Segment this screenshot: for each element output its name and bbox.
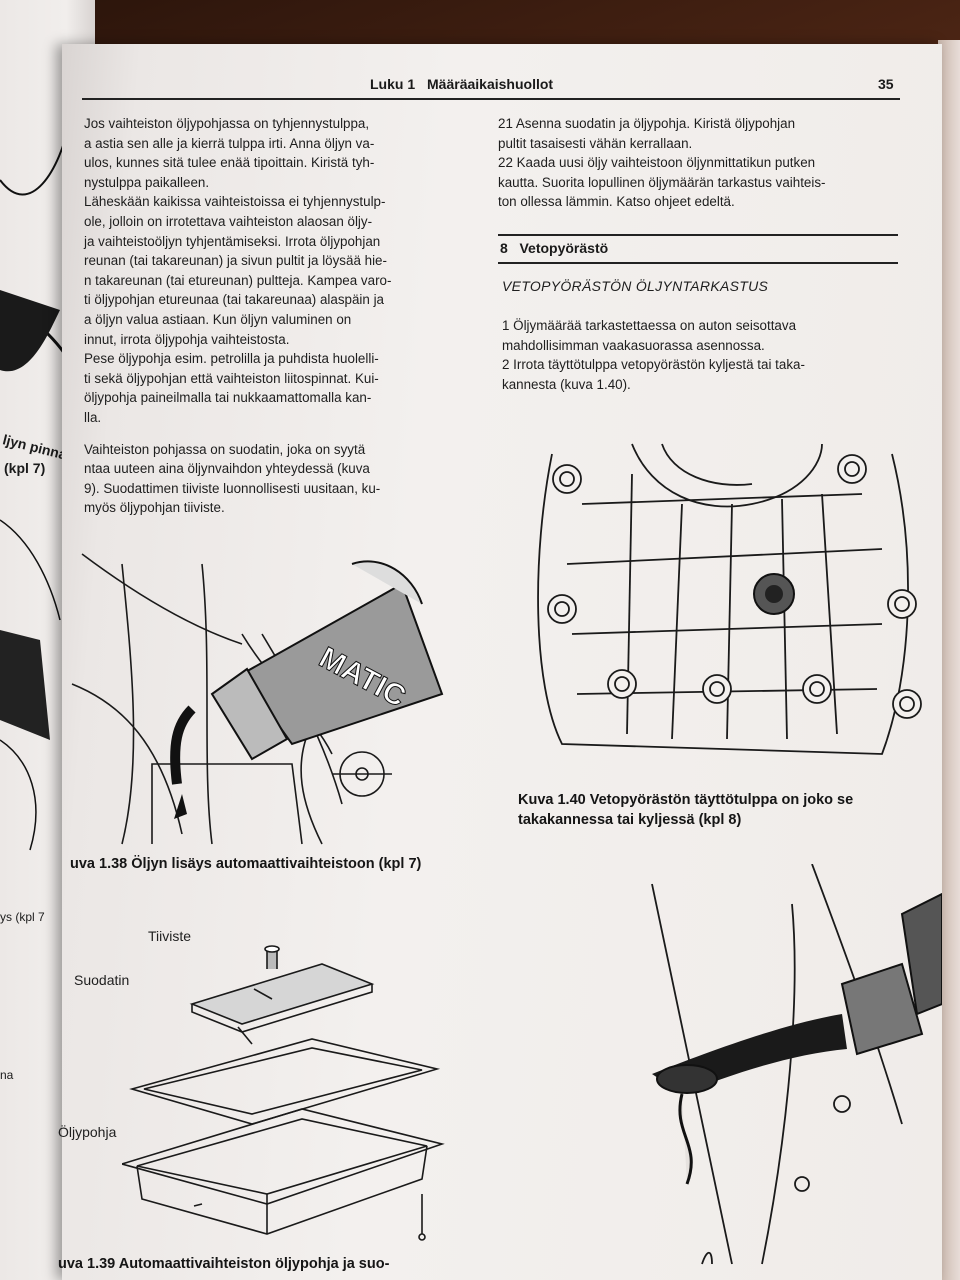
right-column-text: 21 Asenna suodatin ja öljypohja. Kiristä… [498,114,903,212]
text-line: a astia sen alle ja kierrä tulppa irti. … [84,135,375,151]
text-line: pultit tasaisesti vähän kerrallaan. [498,135,693,151]
text-line: 22 Kaada uusi öljy vaihteistoon öljynmit… [498,155,816,171]
step-line: kannesta (kuva 1.40). [502,376,631,392]
text-line: 9). Suodattimen tiiviste luonnollisesti … [84,480,381,496]
step-line: 1 Öljymäärää tarkastettaessa on auton se… [502,318,797,333]
text-line: ton ollessa lämmin. Katso ohjeet edeltä. [498,194,735,210]
figure-1-38-caption: uva 1.38 Öljyn lisäys automaattivaihteis… [70,856,422,872]
steps-text: 1 Öljymäärää tarkastettaessa on auton se… [502,316,902,394]
text-line: ntaa uuteen aina öljynvaihdon yhteydessä… [84,461,370,477]
caption-line: takakannessa tai kyljessä (kpl 8) [518,812,742,828]
chapter-number: Luku 1 [370,76,416,92]
label-oil-pan: Öljypohja [58,1124,117,1140]
page-edge-strip [938,40,960,1280]
step-line: mahdollisimman vaakasuorassa asennossa. [502,337,765,353]
figure-1-40-caption: Kuva 1.40 Vetopyörästön täyttötulppa on … [518,790,853,830]
page-number: 35 [878,76,894,92]
figure-1-38-illustration: MATIC [71,553,444,845]
text-line: innut, irrota öljypohja vaihteistosta. [84,331,290,347]
text-line: 21 Asenna suodatin ja öljypohja. Kiristä… [498,116,796,131]
running-header: Luku 1 Määräaikaishuollot [370,76,553,92]
text-line: ti sekä öljypohjan että vaihteiston liit… [84,370,379,386]
text-line: ulos, kunnes sitä tulee enää tipoittain.… [84,155,375,171]
left-page-fragment: ys (kpl 7 [0,910,45,924]
chapter-title: Määräaikaishuollot [427,76,554,92]
text-line: reunan (tai takareunan) ja sivun pultit … [84,253,387,269]
text-line: Pese öljypohja esim. petrolilla ja puhdi… [84,351,379,367]
section-rule-top [498,234,898,236]
figure-1-41-illustration [651,864,942,1265]
text-line: a öljyn valua astiaan. Kun öljyn valumin… [84,311,352,327]
left-page-illustration [0,119,92,851]
caption-line: Kuva 1.40 Vetopyörästön täyttötulppa on … [518,792,854,808]
section-rule-bottom [498,262,898,264]
text-line: ja vaihteistoöljyn tyhjentämiseksi. Irro… [84,233,381,249]
section-heading: 8 Vetopyörästö [500,240,608,256]
text-line: kautta. Suorita lopullinen öljymäärän ta… [498,174,826,190]
text-line: ti öljypohjan etureunaa (tai takareunaa)… [84,292,385,308]
left-page: ljyn pinnan (kpl 7) ys (kpl 7 na [0,0,95,1280]
label-gasket: Tiiviste [148,928,192,944]
text-line: nystulppa paikalleen. [84,174,210,190]
blank-line [84,428,464,440]
book-page: Luku 1 Määräaikaishuollot 35 Jos vaihtei… [58,44,942,1280]
text-line: n takareunan (tai etureunan) pultteja. K… [84,272,392,288]
text-line: ole, jolloin on irrotettava vaihteiston … [84,213,373,229]
text-line: Läheskään kaikissa vaihteistoissa ei tyh… [84,194,386,210]
text-line: myös öljypohjan tiiviste. [84,500,225,516]
text-line: lla. [84,409,102,425]
section-title: Vetopyörästö [519,240,609,256]
label-filter: Suodatin [74,972,130,988]
left-column-text: Jos vaihteiston öljypohjassa on tyhjenny… [84,114,464,518]
text-line: öljypohja paineilmalla tai nukkaamattoma… [84,390,372,406]
text-line: Jos vaihteiston öljypohjassa on tyhjenny… [84,116,370,131]
header-rule [82,98,900,100]
left-page-fragment: (kpl 7) [4,460,46,476]
figure-1-39-caption: uva 1.39 Automaattivaihteiston öljypohja… [58,1256,390,1272]
figure-1-39-illustration [122,945,445,1241]
text-line: Vaihteiston pohjassa on suodatin, joka o… [84,441,366,457]
figure-1-40-illustration [537,443,922,755]
subheading: VETOPYÖRÄSTÖN ÖLJYNTARKASTUS [502,278,769,294]
left-page-fragment: na [0,1068,14,1082]
section-number: 8 [500,240,508,256]
step-line: 2 Irrota täyttötulppa vetopyörästön kylj… [502,357,805,373]
